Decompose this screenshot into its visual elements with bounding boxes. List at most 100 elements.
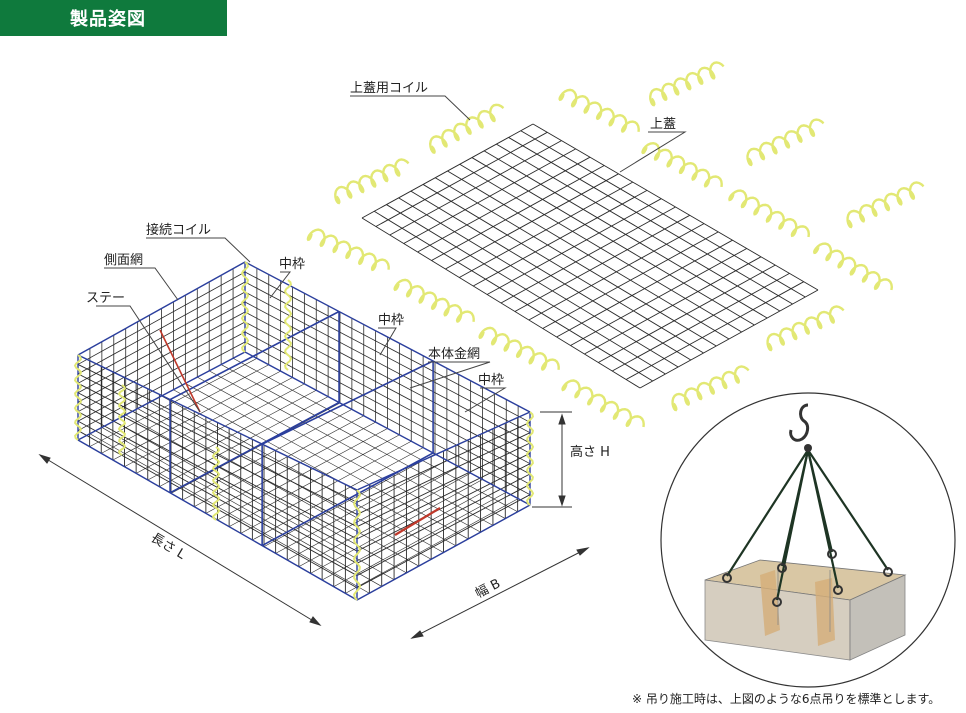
dimension-lines: [38, 411, 590, 639]
basket-wire: [182, 409, 353, 501]
label-mid-frame-2: 中枠: [378, 313, 404, 328]
coil: [478, 326, 560, 371]
lid-mesh-wire: [361, 217, 641, 389]
label-mid-frame-3: 中枠: [478, 373, 504, 388]
leader-lines: [96, 95, 687, 413]
lid-mesh-wire: [410, 190, 692, 361]
coil: [746, 118, 825, 167]
basket-wire: [310, 479, 483, 574]
basket-wire: [321, 485, 495, 581]
mid-frame: [169, 310, 340, 401]
basket-wire: [170, 402, 341, 494]
basket-wire: [217, 428, 388, 521]
coil: [728, 189, 811, 238]
stay-bar: [159, 329, 201, 413]
basket-wire: [194, 415, 364, 507]
basket-wire: [77, 281, 246, 375]
lid-mesh-wire: [422, 184, 704, 354]
basket-edge: [356, 411, 531, 491]
basket-wire: [77, 271, 246, 365]
section-header: 製品姿図: [0, 0, 227, 36]
basket-wire: [101, 364, 269, 454]
basket-edge: [244, 351, 531, 506]
lid-mesh-wire: [386, 204, 666, 375]
lid-mesh-wire: [447, 170, 730, 340]
lid-mesh-wire: [483, 150, 768, 319]
coil: [846, 181, 925, 229]
basket-wire: [244, 301, 531, 454]
basket-wire: [345, 498, 519, 594]
coil: [766, 305, 845, 352]
connect-coil: [283, 279, 293, 371]
lid-mesh-wire: [532, 123, 819, 291]
basket-wire: [244, 331, 531, 485]
label-body-mesh: 本体金網: [428, 346, 480, 362]
connect-coil: [525, 411, 535, 506]
basket-wire: [159, 396, 329, 487]
section-title: 製品姿図: [70, 9, 146, 30]
basket-edge: [77, 351, 246, 441]
basket-edge: [244, 261, 531, 413]
basket-wire: [333, 491, 507, 587]
basket-wire: [89, 358, 258, 447]
basket-wire: [135, 383, 305, 474]
footnote: ※ 吊り施工時は、上図のような6点吊りを標準とします。: [632, 692, 941, 706]
coil: [641, 141, 723, 188]
lid-mesh-wire: [373, 210, 653, 382]
label-stay: ステー: [86, 291, 125, 306]
label-lid-coil: 上蓋用コイル: [350, 81, 428, 96]
mid-frame: [169, 401, 340, 494]
basket-wire: [77, 392, 358, 540]
connect-coil: [352, 489, 362, 601]
basket-wire: [77, 321, 246, 413]
basket-wire: [244, 341, 531, 496]
basket-wire: [77, 341, 246, 431]
lid-mesh: [361, 123, 819, 389]
basket-wire: [244, 271, 531, 423]
basket-wire: [356, 483, 531, 576]
stay-bar: [394, 507, 441, 536]
lid-mesh-wire: [435, 177, 717, 347]
basket-edge: [356, 504, 531, 601]
basket-wire: [244, 281, 531, 434]
label-mid-frame-1: 中枠: [279, 257, 305, 272]
basket-wire: [356, 421, 531, 503]
basket-wire: [77, 373, 358, 515]
basket-wire: [205, 421, 376, 514]
basket-wire: [252, 447, 424, 541]
basket-wire: [244, 291, 531, 444]
connect-coil: [117, 384, 127, 456]
lid-mesh-wire: [398, 197, 679, 368]
lid-mesh-wire: [508, 137, 793, 305]
basket-edge: [77, 261, 246, 356]
basket-wire: [275, 460, 448, 554]
basket-edge: [77, 439, 358, 601]
basket-wire: [77, 311, 246, 403]
basket-wire: [356, 452, 531, 540]
coil: [334, 158, 410, 205]
basket-wire: [263, 453, 436, 547]
coil: [428, 103, 505, 154]
coil: [393, 278, 475, 323]
coils-group: [306, 61, 925, 428]
basket-wire: [244, 321, 531, 475]
label-length: 長さ L: [148, 531, 188, 563]
lifting-illustration: [660, 392, 956, 688]
basket-wire: [77, 331, 246, 422]
lid-mesh-wire: [459, 163, 742, 333]
lid-mesh-wire: [471, 157, 755, 326]
label-lid: 上蓋: [650, 117, 676, 132]
lid-mesh-wire: [496, 143, 781, 312]
basket-wire: [77, 301, 246, 394]
connect-coil: [240, 261, 250, 353]
basket-wire: [356, 494, 531, 589]
coil: [561, 379, 645, 428]
basket-edge: [77, 354, 358, 491]
basket-wire: [77, 382, 358, 528]
gabion-basket: [73, 261, 535, 601]
coil: [558, 88, 640, 133]
coil: [306, 228, 390, 272]
coil: [671, 365, 750, 412]
coil: [649, 61, 725, 107]
